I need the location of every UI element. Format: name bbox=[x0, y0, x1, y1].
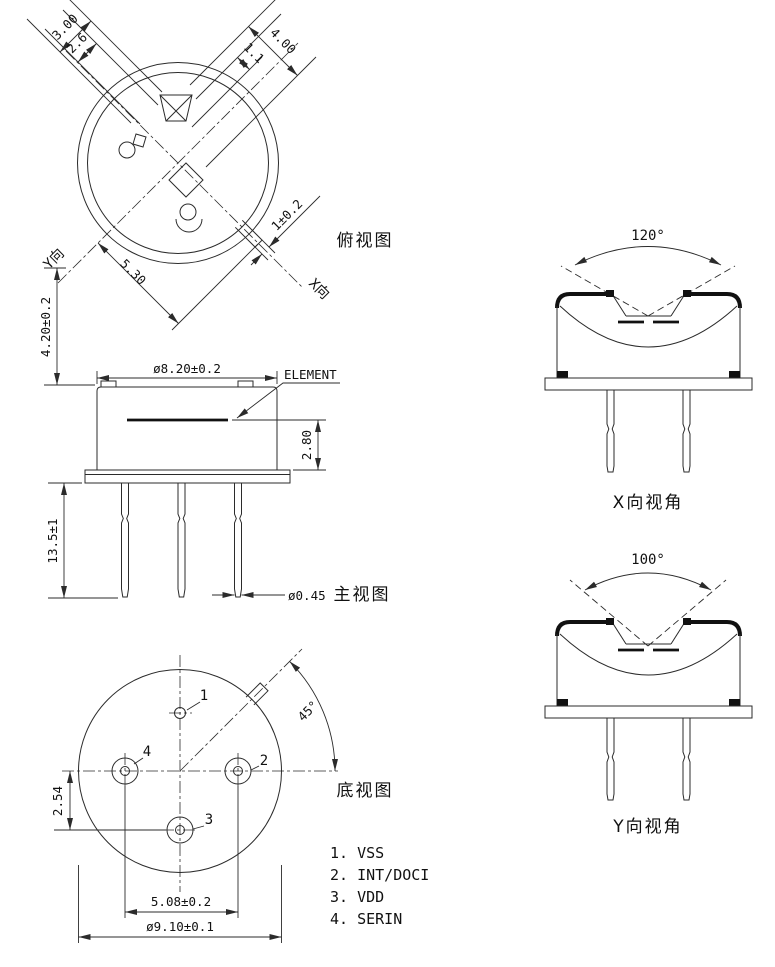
top-view: 3.00 2.6 4.00 1.1 1±0.2 5.30 Y向 X向 俯视图 bbox=[26, 0, 394, 331]
front-cap-outline bbox=[96, 386, 278, 470]
top-view-die-square bbox=[168, 162, 204, 198]
top-view-pin-head-bottom bbox=[179, 203, 197, 221]
front-pin-2 bbox=[177, 483, 186, 598]
fov-x-view: 120° X向视角 bbox=[544, 228, 753, 513]
pin-list-item: 1. VSS bbox=[330, 844, 384, 862]
top-view-pin-arc bbox=[175, 218, 203, 233]
dim-1-1-label: 1.1 bbox=[241, 40, 268, 67]
top-view-index-tab bbox=[234, 219, 263, 248]
fov-y-flange bbox=[544, 705, 753, 719]
pin-1-label: 1 bbox=[200, 688, 208, 704]
dim-tab-width-label: 1±0.2 bbox=[268, 196, 305, 233]
pin-4-label: 4 bbox=[143, 744, 151, 760]
fov-x-angle-label: 120° bbox=[631, 228, 665, 244]
fov-y-title: Y向视角 bbox=[612, 817, 682, 837]
fov-x-flange bbox=[544, 377, 753, 391]
front-view: ø8.20±0.2 ELEMENT 4.20±0.2 2.80 13.5±1 bbox=[38, 267, 391, 605]
pin-list: 1. VSS 2. INT/DOCI 3. VDD 4. SERIN bbox=[330, 844, 429, 928]
top-view-y-centerline bbox=[57, 42, 299, 284]
pin-list-item: 3. VDD bbox=[330, 888, 384, 906]
dim-4-00-label: 4.00 bbox=[267, 25, 299, 57]
dim-5-30-label: 5.30 bbox=[117, 256, 149, 288]
cap-height-label: 4.20±0.2 bbox=[38, 297, 53, 357]
element-height-label: 2.80 bbox=[299, 430, 314, 460]
fov-y-cap-left bbox=[555, 620, 612, 637]
fov-y-pin-left bbox=[606, 718, 615, 801]
pin-diameter-label: ø0.45 bbox=[288, 588, 326, 603]
sensor-window bbox=[159, 94, 193, 122]
axis-y-label: Y向 bbox=[41, 246, 68, 273]
bottom-view-title: 底视图 bbox=[337, 781, 394, 801]
pin-list-item: 2. INT/DOCI bbox=[330, 866, 429, 884]
front-view-title: 主视图 bbox=[334, 585, 391, 605]
pin-2-label: 2 bbox=[260, 753, 268, 769]
fov-y-cap-right bbox=[685, 620, 742, 637]
fov-x-title: X向视角 bbox=[613, 493, 684, 513]
top-view-pin-head-left bbox=[118, 141, 136, 159]
front-pin-1 bbox=[121, 483, 129, 598]
pin-length-label: 13.5±1 bbox=[45, 518, 60, 563]
pin-3-label: 3 bbox=[205, 812, 213, 828]
fov-y-view: 100° Y向视角 bbox=[544, 552, 753, 837]
axis-x-label: X向 bbox=[305, 276, 332, 303]
fov-x-pin-left bbox=[606, 390, 615, 473]
fov-y-interior-arc bbox=[559, 633, 738, 676]
fov-x-pin-right bbox=[682, 390, 691, 473]
element-label: ELEMENT bbox=[284, 367, 337, 382]
front-cap-crimp-right bbox=[237, 380, 254, 388]
cap-diameter-label: ø8.20±0.2 bbox=[153, 361, 221, 376]
front-cap-crimp-left bbox=[100, 380, 117, 388]
front-flange bbox=[84, 469, 291, 484]
fov-y-angle-label: 100° bbox=[631, 552, 665, 568]
fov-y-pin-right bbox=[682, 718, 691, 801]
pitch-label: 2.54 bbox=[50, 786, 65, 816]
pin-list-item: 4. SERIN bbox=[330, 910, 402, 928]
front-pin-3 bbox=[234, 483, 242, 598]
pin-span-label: 5.08±0.2 bbox=[151, 894, 211, 909]
dim-45-angle-label: 45° bbox=[295, 698, 322, 725]
fov-x-interior-arc bbox=[559, 305, 738, 348]
top-view-x-centerline bbox=[65, 50, 303, 288]
top-view-pad bbox=[132, 133, 147, 148]
fov-x-cap-right bbox=[685, 292, 742, 309]
bottom-view-index-tab bbox=[245, 682, 269, 706]
top-view-title: 俯视图 bbox=[337, 231, 394, 251]
flange-diameter-label: ø9.10±0.1 bbox=[146, 919, 214, 934]
fov-x-cap-left bbox=[555, 292, 612, 309]
